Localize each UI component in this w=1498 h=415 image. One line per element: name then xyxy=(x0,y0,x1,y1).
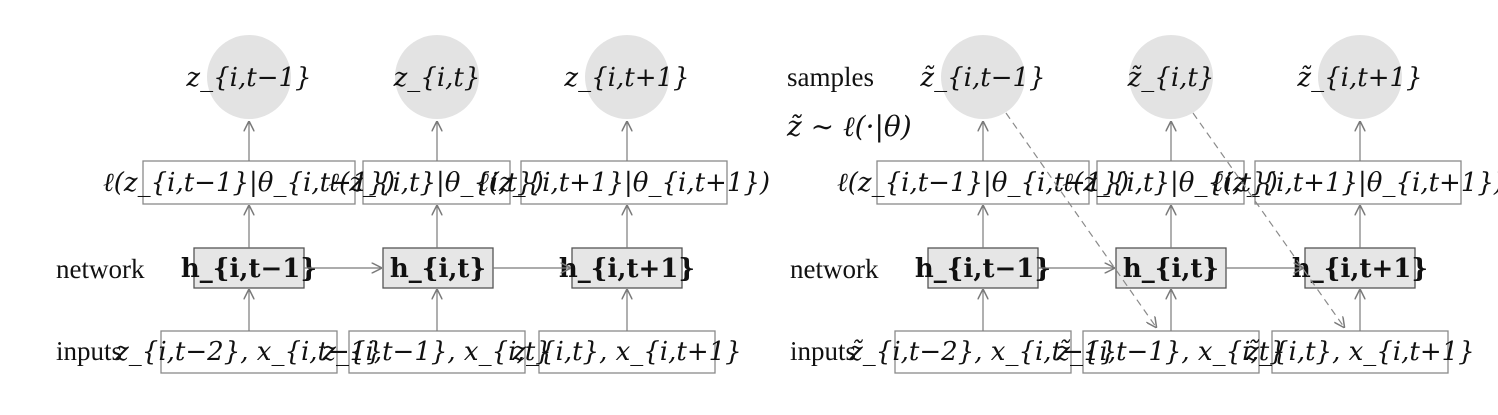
likelihood-label: ℓ(z_{i,t−1}|θ_{i,t−1}) xyxy=(103,168,395,198)
likelihood-label: ℓ(z_{i,t+1}|θ_{i,t+1}) xyxy=(1212,168,1498,198)
row-label-inputs: inputs xyxy=(790,336,856,366)
row-label-samples: samples xyxy=(787,62,874,92)
input-box xyxy=(538,330,716,374)
input-label: z_{i,t}, x_{i,t+1} xyxy=(511,337,741,367)
sample-circle xyxy=(1129,35,1213,119)
likelihood-box xyxy=(1096,160,1245,205)
hidden-state-box xyxy=(1304,247,1416,289)
hidden-state-label: h_{i,t−1} xyxy=(915,254,1051,284)
hidden-state-box xyxy=(1115,247,1227,289)
sample-label: z̃_{i,t−1} xyxy=(919,63,1045,93)
training-diagram: network inputs z_{i,t−1} z_{i,t} z_{i,t+… xyxy=(56,35,770,374)
input-label: z_{i,t−1}, x_{i,t} xyxy=(321,337,551,367)
likelihood-box xyxy=(876,160,1090,205)
input-label: z̃_{i,t−2}, x_{i,t−1} xyxy=(848,337,1117,367)
sample-feedback-arrow xyxy=(1005,112,1156,327)
sample-circle xyxy=(941,35,1025,119)
likelihood-box xyxy=(1254,160,1462,205)
output-label: z_{i,t} xyxy=(393,63,481,93)
sample-circle xyxy=(1318,35,1402,119)
hidden-state-label: h_{i,t−1} xyxy=(181,254,317,284)
likelihood-box xyxy=(142,160,356,205)
output-circle xyxy=(585,35,669,119)
likelihood-label: ℓ(z_{i,t−1}|θ_{i,t−1}) xyxy=(837,168,1129,198)
input-box xyxy=(1082,330,1260,374)
row-label-inputs: inputs xyxy=(56,336,122,366)
sample-label: z̃_{i,t+1} xyxy=(1296,63,1422,93)
output-circle xyxy=(207,35,291,119)
hidden-state-box xyxy=(193,247,305,289)
row-label-network: network xyxy=(790,254,879,284)
likelihood-box xyxy=(520,160,728,205)
likelihood-box xyxy=(362,160,511,205)
likelihood-label: ℓ(z_{i,t+1}|θ_{i,t+1}) xyxy=(478,168,770,198)
likelihood-label: ℓ(z_{i,t}|θ_{i,t}) xyxy=(328,168,543,198)
input-label: z_{i,t−2}, x_{i,t−1} xyxy=(114,337,383,367)
input-box xyxy=(1271,330,1449,374)
hidden-state-label: h_{i,t+1} xyxy=(1292,254,1428,284)
hidden-state-box xyxy=(382,247,494,289)
hidden-state-label: h_{i,t} xyxy=(1123,254,1219,284)
output-label: z_{i,t−1} xyxy=(185,63,311,93)
output-label: z_{i,t+1} xyxy=(563,63,689,93)
hidden-state-label: h_{i,t} xyxy=(390,254,486,284)
row-label-network: network xyxy=(56,254,145,284)
output-circle xyxy=(395,35,479,119)
sample-feedback-arrow xyxy=(1192,112,1344,327)
input-box xyxy=(894,330,1072,374)
prediction-diagram: samples z̃ ∼ ℓ(·|θ) network inputs z̃_{i… xyxy=(786,35,1498,374)
row-label-sample-rule: z̃ ∼ ℓ(·|θ) xyxy=(786,110,912,143)
input-label: z̃_{i,t}, x_{i,t+1} xyxy=(1244,337,1474,367)
hidden-state-label: h_{i,t+1} xyxy=(559,254,695,284)
sample-label: z̃_{i,t} xyxy=(1127,63,1215,93)
input-label: z̃_{i,t−1}, x_{i,t} xyxy=(1055,337,1285,367)
